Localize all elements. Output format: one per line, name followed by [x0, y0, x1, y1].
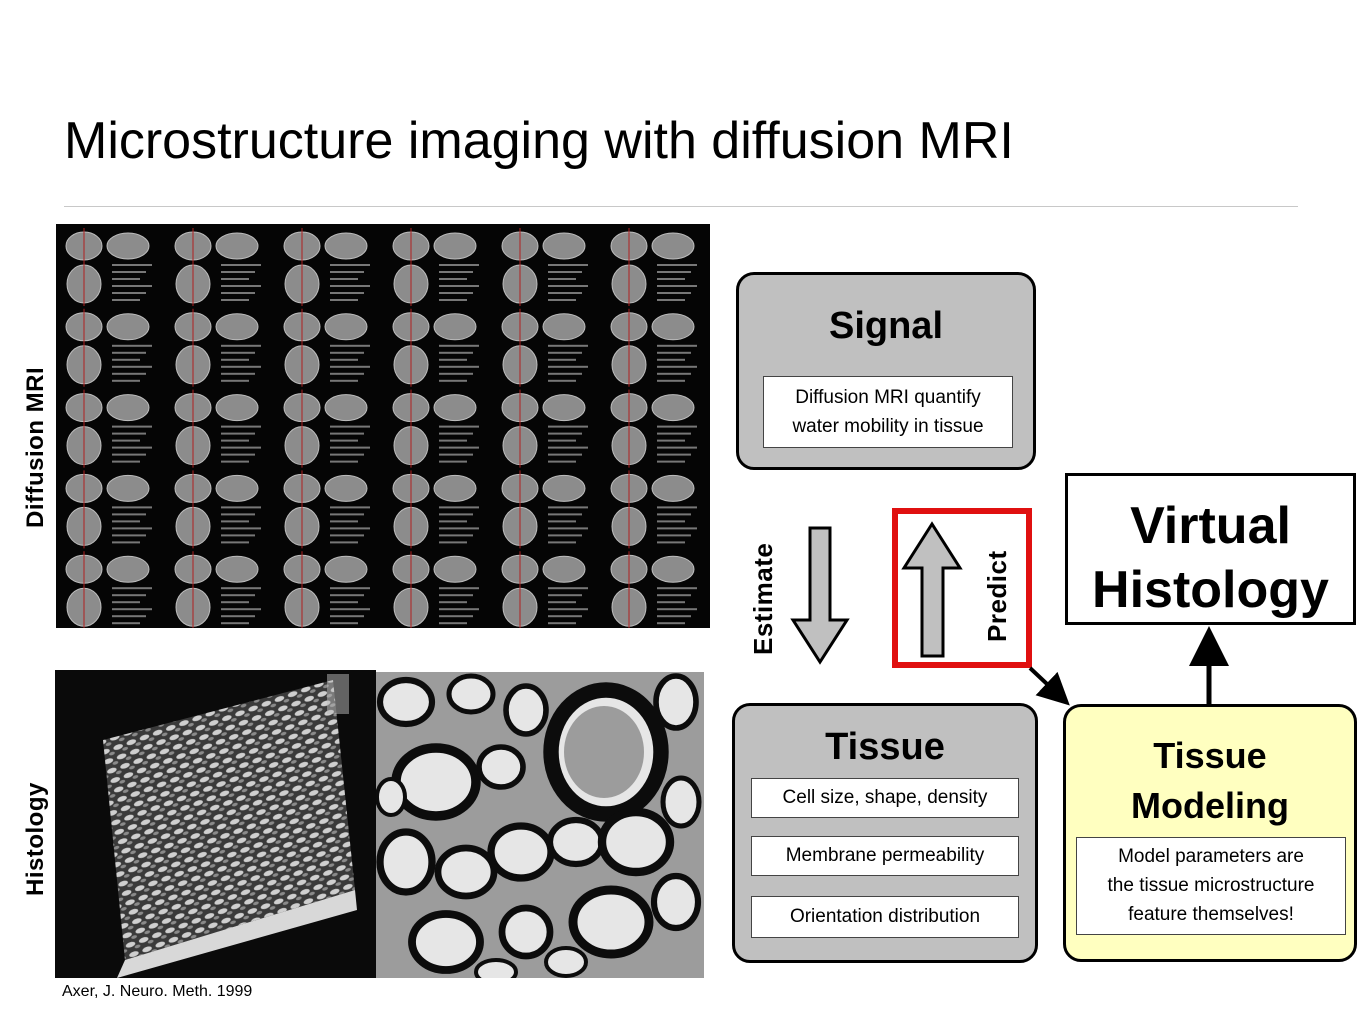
- histology-electron-micrograph: [376, 672, 704, 978]
- title-divider: [64, 206, 1298, 207]
- mri-thumbnail: [501, 308, 588, 387]
- axon-cross-section: [503, 683, 549, 737]
- mri-thumbnail: [174, 308, 261, 387]
- tissue-modeling-description-line1: Model parameters are: [1118, 846, 1304, 867]
- cell-nucleus: [564, 706, 644, 798]
- tissue-modeling-box: Tissue Modeling Model parameters are the…: [1063, 704, 1357, 962]
- signal-description: Diffusion MRI quantify water mobility in…: [763, 376, 1013, 448]
- diffusion-mri-image-grid: [56, 224, 710, 628]
- estimate-label: Estimate: [748, 542, 778, 655]
- axon-cross-section: [653, 673, 699, 731]
- mri-thumbnail: [392, 228, 479, 306]
- mri-thumbnail: [174, 389, 261, 468]
- histology-3d-graphic: [103, 674, 357, 978]
- virtual-histology-title: Virtual Histology: [1068, 494, 1353, 622]
- mri-thumbnail: [283, 470, 370, 549]
- tissue-modeling-description: Model parameters are the tissue microstr…: [1076, 837, 1346, 935]
- tissue-property-permeability: Membrane permeability: [751, 836, 1019, 876]
- mri-thumbnail: [283, 551, 370, 628]
- mri-thumbnail: [283, 308, 370, 387]
- mri-thumbnail: [174, 551, 261, 628]
- mri-thumbnail: [610, 470, 697, 549]
- axon-cross-section: [376, 828, 436, 896]
- axon-cross-section: [408, 910, 484, 974]
- predict-highlight-frame: [892, 508, 1032, 668]
- tissue-modeling-title: Tissue Modeling: [1066, 731, 1354, 831]
- axon-cross-section: [474, 958, 518, 978]
- signal-description-line2: water mobility in tissue: [792, 416, 984, 437]
- mri-thumbnail: [501, 470, 588, 549]
- mri-thumbnail: [392, 389, 479, 468]
- axon-cross-section: [446, 673, 496, 715]
- signal-description-line1: Diffusion MRI quantify: [795, 387, 981, 408]
- mri-thumbnail: [501, 551, 588, 628]
- mri-thumbnail: [65, 389, 152, 468]
- mri-thumbnail: [283, 228, 370, 306]
- mri-thumbnail: [65, 470, 152, 549]
- axon-cross-section: [376, 777, 407, 817]
- virtual-histology-title-line2: Histology: [1092, 561, 1329, 619]
- predict-arrow: [901, 521, 963, 658]
- tissue-property-cell-size: Cell size, shape, density: [751, 778, 1019, 818]
- mri-thumbnail: [501, 228, 588, 306]
- axon-cross-section: [544, 946, 588, 978]
- tissue-modeling-description-line3: feature themselves!: [1128, 904, 1294, 925]
- axon-cross-section: [568, 885, 654, 959]
- tissue-box: Tissue Cell size, shape, density Membran…: [732, 703, 1038, 963]
- axon-cross-section: [597, 807, 675, 877]
- tissue-property-orientation: Orientation distribution: [751, 896, 1019, 938]
- mri-grid-graphic: [65, 228, 697, 628]
- histology-3d-image: [55, 670, 376, 978]
- mri-thumbnail: [610, 389, 697, 468]
- mri-thumbnail: [65, 308, 152, 387]
- mri-thumbnail: [392, 308, 479, 387]
- axon-cross-section: [660, 775, 702, 829]
- virtual-histology-title-line1: Virtual: [1130, 497, 1291, 555]
- mri-thumbnail: [283, 389, 370, 468]
- tissue-modeling-description-line2: the tissue microstructure: [1107, 875, 1315, 896]
- mri-thumbnail: [610, 308, 697, 387]
- mri-thumbnail: [174, 470, 261, 549]
- slide-title: Microstructure imaging with diffusion MR…: [64, 112, 1014, 170]
- electron-micrograph-graphic: [376, 672, 704, 978]
- axon-cross-section: [376, 676, 436, 728]
- mri-thumbnail: [501, 389, 588, 468]
- predict-to-modeling-arrow: [1028, 666, 1070, 706]
- mri-thumbnail: [65, 551, 152, 628]
- signal-box: Signal Diffusion MRI quantify water mobi…: [736, 272, 1036, 470]
- mri-thumbnail: [174, 228, 261, 306]
- mri-thumbnail: [610, 551, 697, 628]
- mri-thumbnail: [65, 228, 152, 306]
- virtual-histology-box: Virtual Histology: [1065, 473, 1356, 625]
- axon-cross-section: [476, 744, 526, 790]
- tissue-title: Tissue: [825, 726, 945, 768]
- citation: Axer, J. Neuro. Meth. 1999: [62, 983, 253, 1000]
- tissue-modeling-title-line2: Modeling: [1131, 785, 1289, 826]
- signal-title: Signal: [828, 305, 944, 347]
- mri-thumbnail: [392, 470, 479, 549]
- mri-thumbnail: [392, 551, 479, 628]
- predict-label: Predict: [982, 550, 1012, 642]
- tissue-modeling-title-line1: Tissue: [1153, 735, 1267, 776]
- mri-thumbnail: [610, 228, 697, 306]
- axon-cross-section: [434, 844, 498, 900]
- estimate-arrow: [790, 526, 850, 665]
- axon-cross-section: [650, 872, 702, 932]
- axon-cross-section: [498, 904, 554, 960]
